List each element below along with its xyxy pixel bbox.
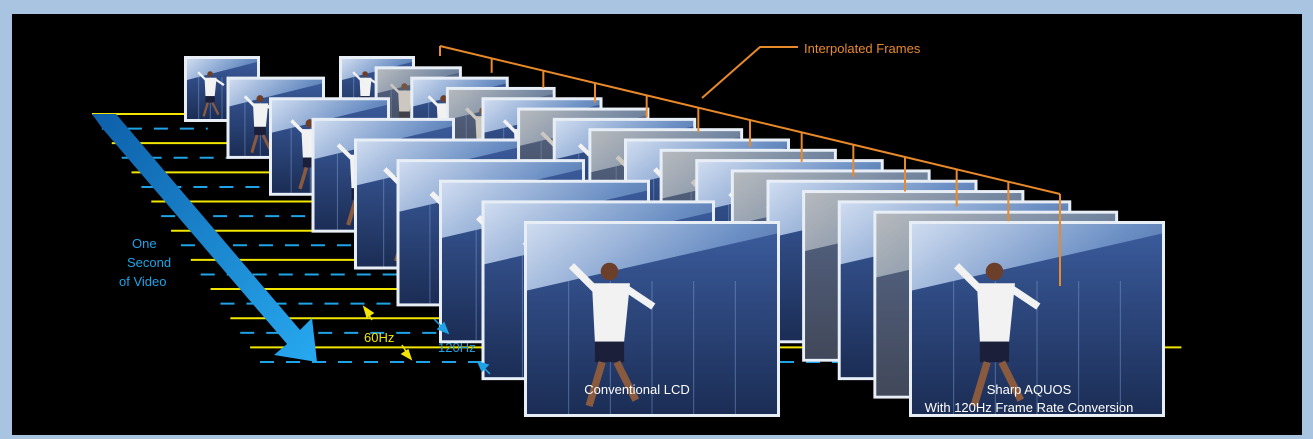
runner-head [600,262,619,281]
runner-shirt [252,103,269,127]
runner-arm [290,119,305,134]
runner-shorts [205,96,215,103]
runner-leg [970,361,991,408]
runner-leg [211,102,220,116]
one-second-label-line3: of Video [119,274,166,289]
runner-shirt [398,90,412,112]
runner-head [440,95,448,103]
runner-shirt [204,77,217,97]
runner-arm [953,263,983,292]
one-second-label-line1: One [132,236,157,251]
one-second-arrow [92,114,317,362]
runner-arm [465,107,478,120]
runner-shorts [254,126,266,136]
runner-shirt [976,283,1015,342]
bracket-leader [701,46,798,99]
runner-shorts [399,111,410,119]
runner-arm [625,285,656,310]
runner-arm [389,83,401,94]
runner-leg [298,166,309,190]
runner-arm [336,143,353,160]
runner-leg [613,360,640,402]
runner-head [401,83,408,90]
runner-leg [585,361,606,408]
diagram-canvas: Interpolated Frames One Second of Video … [12,14,1302,435]
interpolated-bracket [439,45,1061,286]
runner-arm [1010,285,1041,310]
hz60-marker [362,305,413,361]
runner-arm [243,95,256,107]
runner-shorts [594,341,625,363]
runner-leg [998,360,1025,402]
runner-leg [202,102,209,117]
sharp-aquos-label-line2: With 120Hz Frame Rate Conversion [925,400,1134,415]
one-second-label-line2: Second [127,255,171,270]
runner-shorts [302,157,318,168]
runner-arm [427,95,439,107]
runner-head [207,71,213,77]
frame-rate-diagram: Interpolated Frames One Second of Video … [92,41,1182,417]
runner-arm [502,119,517,134]
runner-leg [250,134,259,154]
runner-shorts [979,341,1010,363]
interpolated-frames-label: Interpolated Frames [804,41,921,56]
runner-arm [197,71,207,81]
runner-arm [540,131,556,147]
hz120-marker [433,318,491,375]
sharp-aquos-label-line1: Sharp AQUOS [987,382,1072,397]
runner-head [362,71,368,77]
hz120-label: 120Hz [438,340,476,355]
conventional-frame [524,221,780,417]
runner-shirt [591,283,630,342]
runner-shirt [359,77,372,97]
conventional-frame-stack [184,56,780,417]
conventional-lcd-label: Conventional LCD [584,382,690,397]
runner-arm [568,263,598,292]
runner-head [985,262,1004,281]
runner-arm [214,78,225,87]
hz60-label: 60Hz [364,330,394,345]
aquos-frame [909,221,1165,417]
runner-arm [352,71,362,81]
runner-head [256,95,264,103]
